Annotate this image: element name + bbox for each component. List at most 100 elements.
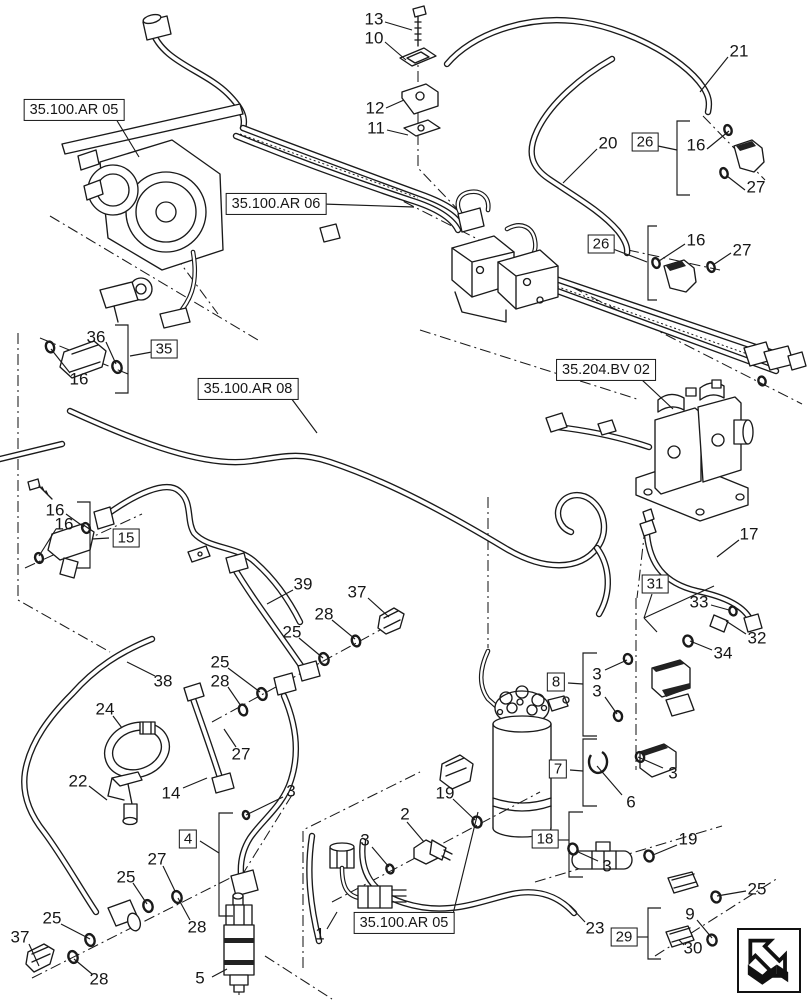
- callout-36: 36: [86, 327, 106, 347]
- leader-line: [50, 348, 71, 374]
- reference-box-link[interactable]: 35.100.AR 05: [353, 911, 455, 935]
- leader-line: [652, 844, 678, 856]
- bracket-connector-line: [643, 593, 653, 619]
- boxed-callout-4: 4: [178, 829, 198, 849]
- leader-line: [227, 667, 261, 693]
- leader-line: [562, 148, 598, 184]
- group-brackets: [77, 120, 715, 960]
- reference-box-link[interactable]: 35.204.BV 02: [556, 358, 656, 382]
- leader-line: [331, 619, 356, 640]
- leader-line: [28, 943, 40, 967]
- leader-line: [298, 637, 324, 659]
- leader-line: [386, 129, 409, 136]
- leader-line: [132, 882, 148, 905]
- bracket-connector-line: [612, 248, 648, 263]
- boxed-callout-26: 26: [631, 132, 659, 152]
- callout-27: 27: [732, 240, 752, 260]
- callout-3: 3: [602, 856, 612, 876]
- callout-28: 28: [314, 604, 334, 624]
- leader-line: [211, 968, 228, 978]
- boxed-callout-29: 29: [610, 927, 638, 947]
- leader-line: [73, 958, 93, 975]
- reference-box-link[interactable]: 35.100.AR 05: [23, 98, 125, 122]
- leader-line: [65, 513, 85, 528]
- reference-box-link[interactable]: 35.100.AR 08: [197, 377, 299, 401]
- callout-25: 25: [282, 622, 302, 642]
- callout-21: 21: [729, 41, 749, 61]
- boxed-callout-35: 35: [150, 339, 178, 359]
- callout-10: 10: [364, 28, 384, 48]
- callout-3: 3: [286, 781, 296, 801]
- callout-11: 11: [367, 118, 385, 138]
- leader-line: [60, 923, 91, 940]
- callout-3: 3: [592, 664, 602, 684]
- callout-28: 28: [210, 671, 230, 691]
- leader-line: [223, 728, 237, 748]
- callout-3: 3: [592, 681, 602, 701]
- callout-16: 16: [54, 514, 74, 534]
- callout-23: 23: [585, 918, 605, 938]
- callout-14: 14: [161, 783, 181, 803]
- callout-37: 37: [10, 927, 30, 947]
- callout-16: 16: [686, 230, 706, 250]
- callout-3: 3: [360, 830, 370, 850]
- callout-38: 38: [153, 671, 173, 691]
- return-arrow-glyph: [747, 938, 789, 985]
- callout-25: 25: [42, 908, 62, 928]
- leader-line: [604, 659, 628, 671]
- bracket-connector-line: [199, 840, 220, 854]
- callout-16: 16: [45, 500, 65, 520]
- leader-line: [706, 130, 730, 150]
- bracket-connector-line: [567, 682, 584, 685]
- callout-28: 28: [187, 917, 207, 937]
- callout-17: 17: [739, 524, 759, 544]
- leader-line: [326, 911, 338, 930]
- leader-line: [678, 939, 685, 946]
- callout-28: 28: [89, 969, 109, 989]
- callout-13: 13: [364, 9, 384, 29]
- valve-assembly: [545, 379, 754, 537]
- leader-line: [367, 597, 390, 618]
- leader-line: [371, 846, 390, 868]
- callout-16: 16: [686, 135, 706, 155]
- fittings: [25, 123, 765, 993]
- callout-39: 39: [293, 574, 313, 594]
- leader-line: [177, 897, 191, 921]
- callout-30: 30: [683, 938, 703, 958]
- callout-19: 19: [678, 829, 698, 849]
- reference-leader-lines: [115, 118, 674, 919]
- leader-line: [88, 785, 108, 801]
- leader-line: [384, 21, 413, 31]
- bracket-connector-line: [91, 537, 110, 540]
- callout-25: 25: [747, 879, 767, 899]
- leader-line: [266, 589, 294, 605]
- leader-line: [696, 919, 713, 939]
- clamp-parts: [399, 5, 441, 137]
- leader-line: [112, 715, 123, 729]
- leader-line: [637, 756, 664, 769]
- reference-box-link[interactable]: 35.100.AR 06: [225, 192, 327, 216]
- leader-line: [716, 890, 747, 897]
- leader-line: [162, 865, 176, 892]
- leader-line: [105, 341, 117, 365]
- leader-line: [452, 798, 476, 821]
- bracket-connector-line: [129, 351, 153, 357]
- boxed-callout-8: 8: [546, 672, 566, 692]
- bracket-connector-line: [657, 145, 678, 151]
- pump-assembly: [61, 13, 341, 329]
- boxed-callout-31: 31: [641, 574, 669, 594]
- boxed-callout-15: 15: [112, 528, 140, 548]
- leader-line: [725, 620, 747, 635]
- leader-line: [575, 850, 599, 862]
- callout-12: 12: [365, 98, 385, 118]
- callout-33: 33: [689, 592, 709, 612]
- callout-9: 9: [685, 904, 695, 924]
- leader-line: [716, 539, 740, 558]
- leader-line: [384, 41, 407, 61]
- callout-25: 25: [210, 652, 230, 672]
- return-arrow-icon[interactable]: [737, 928, 801, 993]
- callout-27: 27: [231, 744, 251, 764]
